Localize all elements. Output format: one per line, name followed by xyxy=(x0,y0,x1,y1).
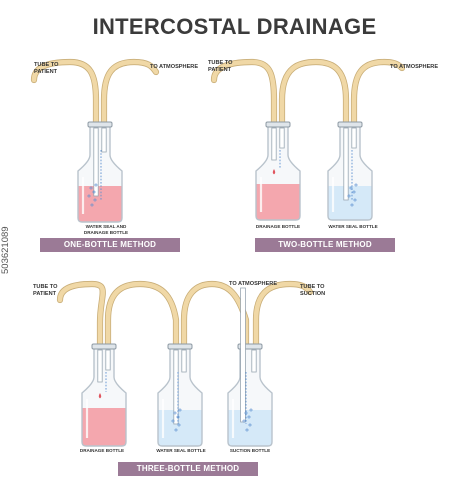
two-bottle-tube-patient xyxy=(211,59,277,125)
two-bottle-water-seal-caption: WATER SEAL BOTTLE xyxy=(328,224,378,229)
one-bottle-to-atmosphere-label: TO ATMOSPHERE xyxy=(150,64,199,70)
one-bottle-inner-tube-vent xyxy=(101,127,107,153)
two-bottle-seal-inner-deep xyxy=(343,127,349,201)
two-bottle-water-seal-bottle-cap xyxy=(337,121,363,128)
two-bottle-bubble-3 xyxy=(352,190,356,194)
one-bottle-bubble-4 xyxy=(89,186,93,190)
one-bottle-tube-to-patient-label: TUBE TO PATIENT xyxy=(34,62,59,75)
one-bottle-bubble-2 xyxy=(87,194,91,198)
three-bottle-suction-inner xyxy=(251,349,257,373)
one-bottle-bottle-caption: WATER SEAL AND DRAINAGE BOTTLE xyxy=(83,224,129,235)
two-bottle-water-seal-bottle xyxy=(327,121,373,221)
one-bottle-bottle xyxy=(77,121,123,223)
three-bottle-drainage-caption: DRAINAGE BOTTLE xyxy=(79,448,125,453)
three-bottle-drainage-bottle-fluid xyxy=(82,408,126,446)
three-bottle-suction-bubble-3 xyxy=(247,415,251,419)
three-bottle-tube-to-patient-label: TUBE TO PATIENT xyxy=(33,284,58,297)
two-bottle-tube-bridge xyxy=(279,59,349,125)
three-bottle-tube-patient xyxy=(57,281,106,347)
one-bottle-bubble-3 xyxy=(92,190,96,194)
two-bottle-seal-inner-vent xyxy=(351,127,357,149)
three-bottle-suction-bottle-outline xyxy=(227,346,273,447)
three-bottle-tube-patient-edge xyxy=(56,280,106,348)
two-bottle-tube-to-patient-label: TUBE TO PATIENT xyxy=(208,60,233,73)
one-bottle-bubble-0 xyxy=(90,203,94,207)
bottles-layer xyxy=(77,121,373,447)
three-bottle-seal-bubble-5 xyxy=(178,408,182,412)
two-bottle-bubble-2 xyxy=(347,194,351,198)
three-bottle-water-seal-bottle-fluid xyxy=(158,410,202,446)
two-bottle-drainage-inner-patient xyxy=(271,127,277,161)
two-bottle-bubble-4 xyxy=(349,186,353,190)
three-bottle-seal-bubble-3 xyxy=(176,415,180,419)
two-bottle-drainage-bottle-outline xyxy=(255,124,301,221)
two-bottle-drainage-bottle xyxy=(255,121,301,221)
three-bottle-drainage-inner-patient xyxy=(97,349,103,383)
three-bottle-seal-inner-deep xyxy=(173,349,179,425)
three-bottle-suction-caption: SUCTION BOTTLE xyxy=(229,448,271,453)
two-bottle-blood-drop xyxy=(272,169,276,175)
two-bottle-tube-atmosphere xyxy=(351,59,405,125)
three-bottle-suction-vent-tube xyxy=(240,287,246,423)
three-bottle-tube-bridge1 xyxy=(105,281,179,347)
three-bottle-drainage-bottle xyxy=(81,343,127,447)
three-bottle-seal-bubble-1 xyxy=(177,423,181,427)
one-bottle-bottle-outline xyxy=(77,124,123,223)
three-bottle-suction-bubble-2 xyxy=(242,419,246,423)
three-bottle-suction-bubble-5 xyxy=(249,408,253,412)
two-bottle-to-atmosphere-label: TO ATMOSPHERE xyxy=(390,64,439,70)
three-bottle-seal-bubble-0 xyxy=(174,428,178,432)
three-bottle-suction-bottle xyxy=(227,343,273,447)
two-bottle-water-seal-bottle-outline xyxy=(327,124,373,221)
three-bottle-water-seal-bottle xyxy=(157,343,203,447)
three-bottle-suction-bubble-1 xyxy=(248,423,252,427)
one-bottle-method-band: ONE-BOTTLE METHOD xyxy=(40,238,180,252)
one-bottle-inner-tube-patient xyxy=(93,127,99,197)
three-bottle-drainage-bottle-cap xyxy=(91,343,117,350)
tubing-layer xyxy=(30,58,406,348)
three-bottle-drainage-bottle-outline xyxy=(81,346,127,447)
three-bottle-suction-bubble-0 xyxy=(245,428,249,432)
one-bottle-bubble-5 xyxy=(94,183,98,187)
three-bottle-to-suction-label: TUBE TO SUCTION xyxy=(300,284,326,297)
two-bottle-drainage-bottle-cap xyxy=(265,121,291,128)
two-bottle-water-seal-bottle-fluid xyxy=(328,186,372,220)
three-bottle-suction-bubble-4 xyxy=(244,411,248,415)
two-bottle-drainage-bottle-fluid xyxy=(256,184,300,220)
three-bottle-suction-bottle-fluid xyxy=(228,410,272,446)
one-bottle-bubble-1 xyxy=(93,198,97,202)
three-bottle-water-seal-caption: WATER SEAL BOTTLE xyxy=(156,448,206,453)
three-bottle-to-atmosphere-label: TO ATMOSPHERE xyxy=(229,281,278,287)
two-bottle-bubble-5 xyxy=(354,183,358,187)
two-bottle-bubble-1 xyxy=(353,198,357,202)
three-bottle-method-band: THREE-BOTTLE METHOD xyxy=(118,462,258,476)
one-bottle-tube-atmosphere xyxy=(101,59,159,125)
three-bottle-seal-bubble-2 xyxy=(171,419,175,423)
three-bottle-drainage-inner-out xyxy=(105,349,111,371)
two-bottle-bubble-0 xyxy=(350,203,354,207)
three-bottle-water-seal-bottle-cap xyxy=(167,343,193,350)
two-bottle-drainage-caption: DRAINAGE BOTTLE xyxy=(255,224,301,229)
page-title: INTERCOSTAL DRAINAGE xyxy=(92,14,377,39)
three-bottle-seal-bubble-4 xyxy=(173,411,177,415)
three-bottle-blood-drop xyxy=(98,393,102,399)
three-bottle-water-seal-bottle-outline xyxy=(157,346,203,447)
two-bottle-method-band: TWO-BOTTLE METHOD xyxy=(255,238,395,252)
watermark-id: 503621089 xyxy=(0,226,11,274)
three-bottle-seal-inner-vent xyxy=(181,349,187,373)
three-bottle-tube-suction xyxy=(253,281,313,347)
one-bottle-tube-patient xyxy=(31,59,99,125)
one-bottle-bottle-fluid xyxy=(78,186,122,222)
one-bottle-bottle-cap xyxy=(87,121,113,128)
two-bottle-drainage-inner-out xyxy=(279,127,285,149)
